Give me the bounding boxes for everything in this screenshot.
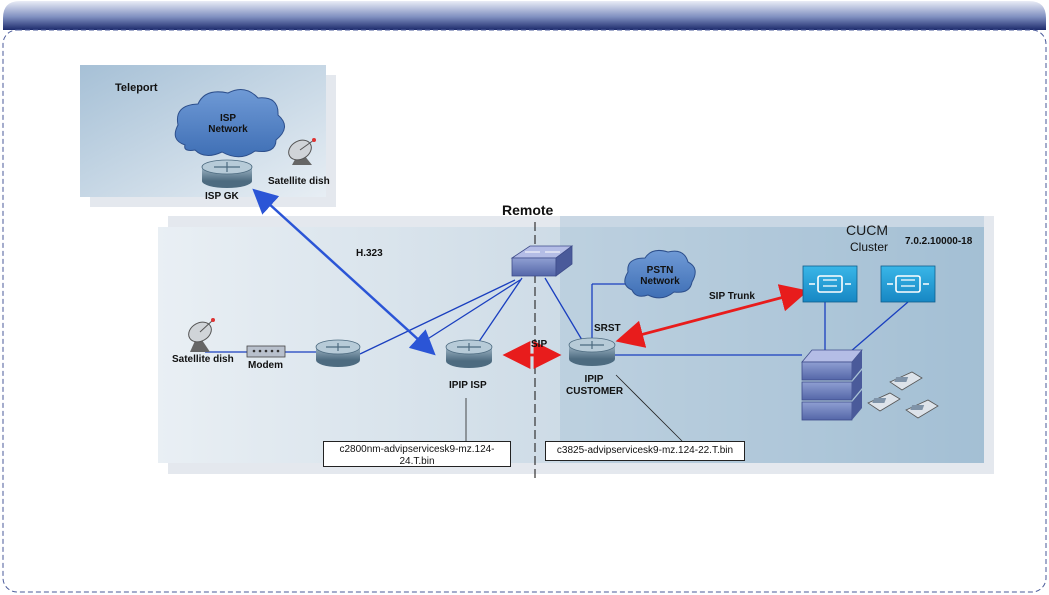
pstn-network-label: PSTN Network	[632, 265, 688, 287]
isp-ios-image-callout: c2800nm-advipservicesk9-mz.124- 24.T.bin	[323, 441, 511, 467]
sip-trunk-label: SIP Trunk	[709, 291, 755, 302]
srst-label: SRST	[594, 323, 621, 334]
cucm-cluster-label: Cluster	[850, 240, 889, 254]
isp-network-label: ISP Network	[198, 113, 258, 135]
switch-icon	[510, 245, 574, 277]
modem-icon	[246, 345, 286, 358]
customer-ios-image-callout: c3825-advipservicesk9-mz.124-22.T.bin	[545, 441, 745, 461]
isp-network-line2: Network	[208, 124, 248, 135]
ipip-isp-label: IPIP ISP	[449, 380, 487, 391]
cucm-server-1-icon	[802, 265, 858, 303]
teleport-label: Teleport	[115, 82, 158, 94]
pstn-line2: Network	[640, 276, 680, 287]
cucm-label: CUCM	[846, 222, 888, 238]
satellite-dish-left-label: Satellite dish	[172, 354, 234, 365]
sip-label: SIP	[531, 339, 548, 350]
isp-gk-label: ISP GK	[205, 191, 239, 202]
h323-link	[252, 188, 436, 356]
isp-ios-image-line1: c2800nm-advipservicesk9-mz.124-	[339, 444, 495, 455]
isp-ios-image-line2: 24.T.bin	[399, 456, 435, 467]
satellite-dish-top-label: Satellite dish	[268, 176, 330, 187]
ipip-customer-label: IPIP CUSTOMER	[566, 374, 624, 398]
isp-network-line1: ISP	[219, 113, 237, 124]
router-left-icon	[315, 339, 361, 367]
h323-label: H.323	[356, 248, 383, 259]
remote-label: Remote	[502, 202, 554, 218]
satellite-dish-top-icon	[288, 138, 316, 165]
isp-gk-router-icon	[201, 159, 253, 188]
satellite-dish-left-icon	[188, 318, 215, 352]
outer-frame	[2, 29, 1047, 593]
cucm-server-2-icon	[880, 265, 936, 303]
ipip-isp-router-icon	[445, 339, 493, 368]
isp-network-cloud	[174, 88, 285, 158]
ipip-customer-line1: IPIP	[584, 374, 604, 385]
ip-phones-icon	[867, 371, 939, 419]
sip-trunk-link	[615, 284, 809, 348]
pstn-network-cloud	[624, 250, 696, 299]
header-bar	[3, 1, 1046, 30]
stacked-switch-icon	[801, 349, 863, 421]
ipip-customer-line2: CUSTOMER	[566, 386, 624, 397]
cucm-version-label: 7.0.2.10000-18	[905, 236, 973, 247]
modem-label: Modem	[248, 360, 283, 371]
ipip-customer-router-icon	[568, 337, 616, 366]
pstn-line1: PSTN	[646, 265, 674, 276]
